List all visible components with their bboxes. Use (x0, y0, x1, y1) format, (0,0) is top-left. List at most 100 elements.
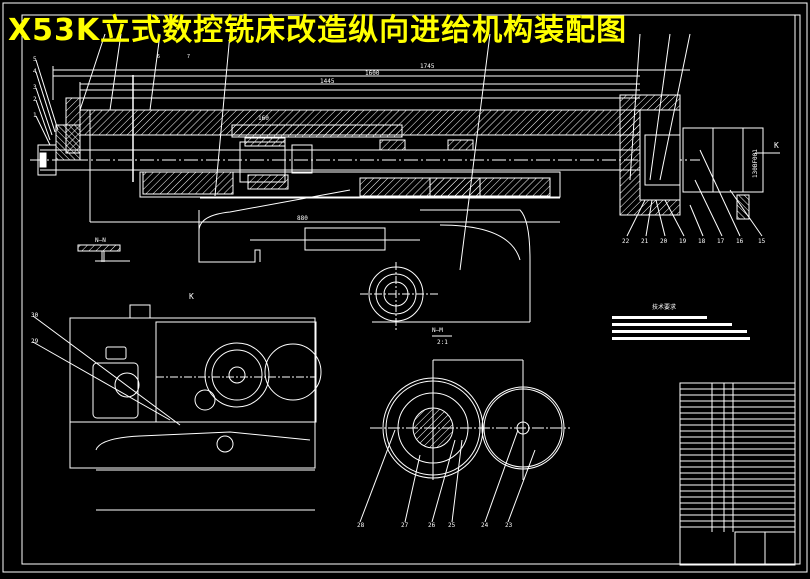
req-line-4 (612, 337, 750, 340)
leader (626, 199, 646, 237)
idler-gear (264, 343, 322, 401)
part-label-20: 20 (660, 238, 668, 245)
base-hole (216, 435, 234, 453)
leader (149, 33, 161, 111)
part-label-21: 21 (641, 238, 649, 245)
leader (35, 59, 59, 131)
dim-1445: 1445 (320, 78, 335, 85)
leader (694, 179, 723, 237)
coupling (291, 144, 313, 174)
motor-cap (105, 346, 127, 360)
part-label-2: 2 (33, 96, 37, 103)
left-bearing-seat (55, 124, 81, 161)
section-nn-label: N—N (95, 237, 106, 244)
part-label-16: 16 (736, 238, 744, 245)
dim-160: 160 (258, 115, 269, 122)
leader (645, 199, 653, 237)
part-label-23: 23 (505, 522, 513, 529)
part-label-29: 29 (31, 338, 39, 345)
leader-30 (32, 315, 181, 426)
section-nn-view (77, 244, 130, 262)
leader-29 (32, 341, 171, 421)
technical-requirements (612, 316, 750, 340)
title-block-rows (680, 388, 795, 528)
top-block (129, 304, 151, 319)
part-label-22: 22 (622, 238, 630, 245)
section-nm-scale: 2:1 (437, 339, 448, 346)
leader (35, 87, 53, 136)
part-label-17: 17 (717, 238, 725, 245)
part-label-3: 3 (33, 84, 37, 91)
req-line-3 (612, 330, 747, 333)
housing-cavity (639, 109, 681, 201)
bearing (644, 134, 681, 186)
inner-frame (21, 14, 801, 565)
end-nut (39, 152, 47, 168)
guide-block (379, 139, 406, 151)
parts-list-frame (679, 382, 796, 566)
part-label-18: 18 (698, 238, 706, 245)
view-k-arrow-label: K (774, 141, 779, 150)
leader-28 (359, 429, 396, 523)
leader (109, 33, 122, 111)
side-body (69, 317, 316, 469)
motor-label: 130BF001 (752, 149, 759, 178)
leader (459, 33, 491, 271)
part-label-15: 15 (758, 238, 766, 245)
title-block (679, 382, 796, 566)
req-line-2 (612, 323, 732, 326)
nn-plate (77, 244, 121, 252)
leader (35, 71, 56, 133)
leader (729, 189, 763, 237)
leader-24 (484, 429, 519, 523)
part-label-25: 25 (448, 522, 456, 529)
leader-23 (507, 449, 536, 523)
leader-26 (431, 439, 456, 523)
base-casting (95, 431, 311, 451)
part-label-19: 19 (679, 238, 687, 245)
part-label-24: 24 (481, 522, 489, 529)
part-label-6: 6 (157, 54, 160, 60)
leader (664, 199, 685, 237)
leader (659, 33, 691, 181)
dim-1600: 1600 (365, 70, 380, 77)
bracket (304, 227, 386, 251)
part-label-5: 5 (33, 56, 37, 63)
nut-flange (244, 137, 286, 147)
bolt-circle (114, 372, 140, 398)
leader-25 (451, 439, 463, 523)
table-rib (231, 124, 403, 138)
part-label-1: 1 (33, 112, 37, 119)
main-section-view (30, 66, 780, 323)
req-line-1 (612, 316, 707, 319)
dim-880: 880 (297, 215, 308, 222)
dim-1745: 1745 (420, 63, 435, 70)
part-label-30: 30 (31, 312, 39, 319)
saddle-hatch-2 (429, 177, 551, 197)
leader (699, 149, 741, 237)
side-view-k (32, 304, 322, 511)
part-label-26: 26 (428, 522, 436, 529)
nut-housing (142, 171, 234, 195)
part-label-7: 7 (187, 54, 190, 60)
leader (655, 199, 666, 237)
leader-27 (404, 454, 421, 523)
leader (649, 33, 671, 181)
leader (79, 33, 106, 111)
technical-requirements-heading: 技术要求 (652, 303, 676, 311)
handwheel-end (37, 144, 57, 176)
part-label-28: 28 (357, 522, 365, 529)
part-label-27: 27 (401, 522, 409, 529)
leader (35, 99, 51, 141)
section-nm-view (360, 262, 452, 337)
nut-flange-lower (247, 174, 289, 190)
section-nm-label: N—M (432, 327, 443, 334)
side-view-label: K (189, 292, 194, 301)
part-label-4: 4 (33, 68, 37, 75)
knee-casting-right (420, 209, 531, 322)
main-gear-hub (228, 366, 246, 384)
guide-block-2 (447, 139, 474, 151)
